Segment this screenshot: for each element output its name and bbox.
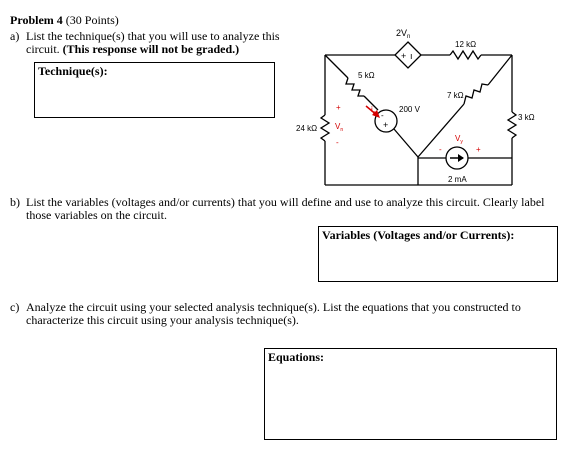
- ix-label: ix: [371, 105, 376, 116]
- part-a-note: (This response will not be graded.): [62, 42, 240, 56]
- resistor-7k: [463, 83, 489, 105]
- part-b-question: b) List the variables (voltages and/or c…: [10, 196, 560, 226]
- part-b-line2: those variables on the circuit.: [26, 208, 167, 222]
- v200-label: 200 V: [399, 105, 421, 114]
- part-b-line1: List the variables (voltages and/or curr…: [26, 195, 545, 209]
- technique-label: Technique(s):: [38, 64, 108, 78]
- r3k-label: 3 kΩ: [518, 113, 535, 122]
- circuit-diagram: + ı - + 2Vn 12 kΩ 5 kΩ 7 kΩ 3 kΩ 24 kΩ 2…: [296, 28, 535, 186]
- r5k-label: 5 kΩ: [358, 71, 375, 80]
- part-a-question: a) List the technique(s) that you will u…: [10, 30, 300, 60]
- problem-title: Problem 4 (30 Points): [10, 13, 119, 27]
- part-a-line2: circuit.: [26, 42, 60, 56]
- vn-plus: +: [336, 103, 341, 112]
- variables-answer-box[interactable]: Variables (Voltages and/or Currents):: [318, 226, 558, 282]
- r7k-label: 7 kΩ: [447, 91, 464, 100]
- dep-plus: +: [401, 51, 406, 61]
- vy-label: Vy: [455, 134, 463, 145]
- variables-label: Variables (Voltages and/or Currents):: [322, 228, 515, 242]
- resistor-12k: [449, 49, 482, 61]
- dep-minus: ı: [410, 51, 413, 61]
- vy-plus: +: [476, 145, 481, 154]
- resistor-3k: [506, 111, 518, 139]
- part-b-letter: b): [10, 195, 20, 209]
- part-c-line2: characterize this circuit using your ana…: [26, 313, 299, 327]
- r24k-label: 24 kΩ: [296, 124, 317, 133]
- part-c-line1: Analyze the circuit using your selected …: [26, 300, 521, 314]
- resistor-24k: [319, 114, 331, 142]
- part-a-line1: List the technique(s) that you will use …: [26, 29, 280, 43]
- vn-minus: -: [336, 138, 339, 147]
- v200-plus: +: [383, 120, 388, 130]
- current-source-label: 2 mA: [448, 175, 467, 184]
- resistor-5k: [345, 77, 364, 97]
- technique-answer-box[interactable]: Technique(s):: [34, 62, 275, 118]
- v200-minus: -: [381, 111, 384, 120]
- voltage-source-200v: [374, 109, 398, 133]
- r12k-label: 12 kΩ: [455, 40, 476, 49]
- vy-minus: -: [439, 145, 442, 154]
- equations-answer-box[interactable]: Equations:: [264, 348, 557, 440]
- dependent-voltage-source: [394, 41, 422, 69]
- part-c-question: c) Analyze the circuit using your select…: [10, 301, 560, 331]
- dep-source-label: 2Vn: [396, 28, 410, 40]
- vn-label: Vn: [335, 122, 343, 133]
- part-a-letter: a): [10, 29, 20, 43]
- equations-label: Equations:: [268, 350, 325, 364]
- part-c-letter: c): [10, 300, 20, 314]
